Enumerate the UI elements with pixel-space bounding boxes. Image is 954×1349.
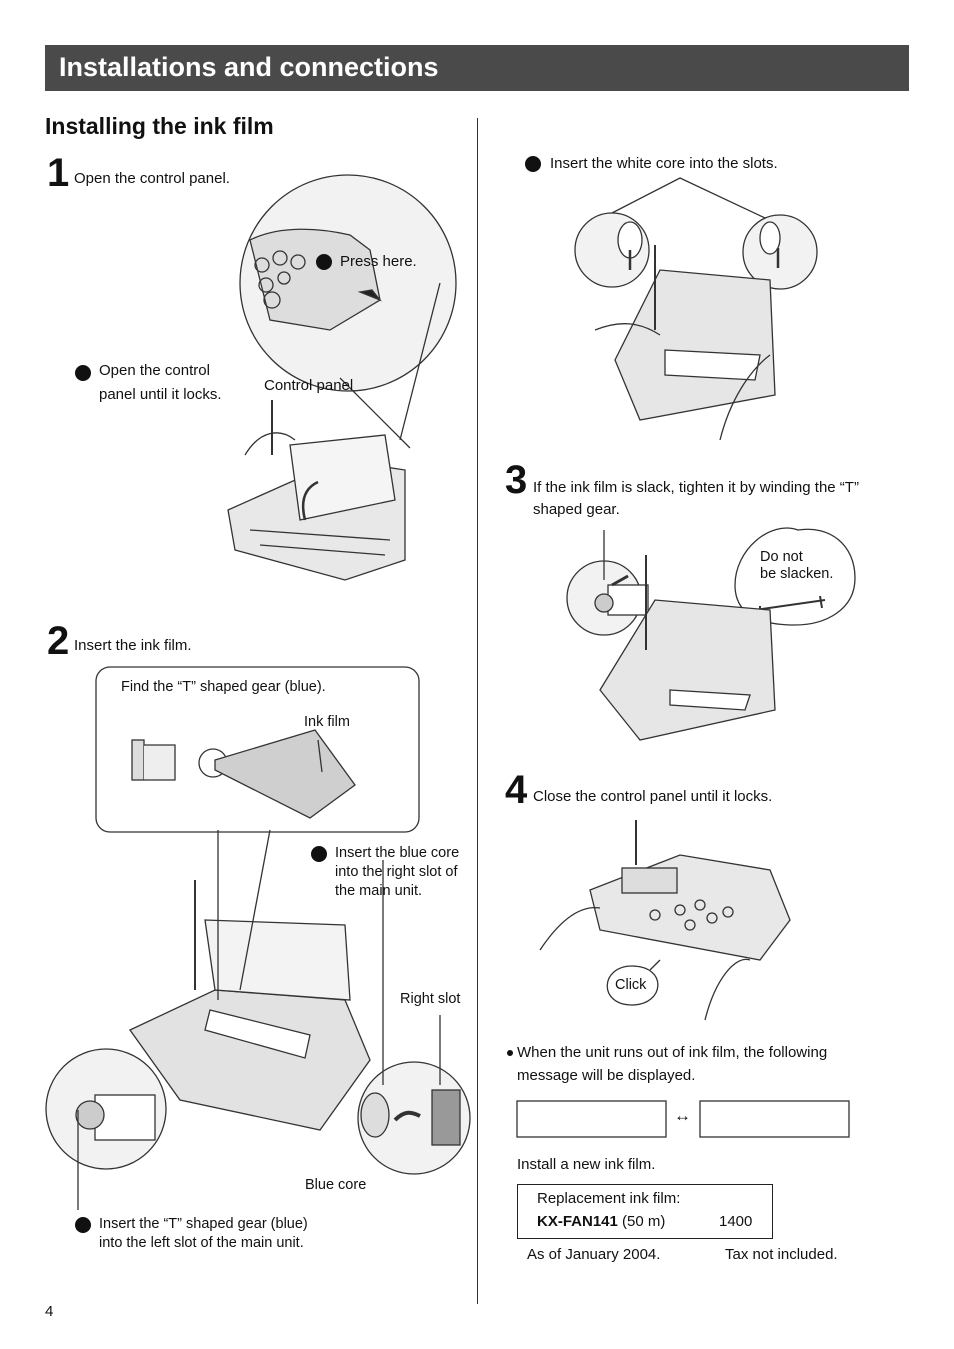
note-line2: message will be displayed.: [517, 1067, 696, 1084]
bullet-icon: [75, 365, 91, 381]
replacement-model: KX-FAN141: [537, 1213, 618, 1230]
step-2-text: Insert the ink film.: [74, 637, 192, 654]
bullet-icon: [75, 1217, 91, 1233]
bullet-icon: [316, 254, 332, 270]
note-line1: When the unit runs out of ink film, the …: [517, 1044, 828, 1061]
as-of-date: As of January 2004.: [527, 1246, 661, 1263]
white-core-illustration: [574, 177, 818, 441]
white-core-label: Insert the white core into the slots.: [550, 155, 778, 172]
blue-core-bullet-line3: the main unit.: [335, 883, 423, 899]
display-boxes: [516, 1100, 850, 1138]
bullet-icon: [525, 156, 541, 172]
step-2-number: 2: [47, 619, 70, 663]
callout-line2: be slacken.: [760, 566, 834, 582]
open-panel-label-line2: panel until it locks.: [99, 386, 222, 403]
t-gear-bullet-line1: Insert the “T” shaped gear (blue): [99, 1216, 308, 1232]
find-gear-label: Find the “T” shaped gear (blue).: [121, 679, 326, 695]
ink-film-label: Ink film: [304, 714, 350, 730]
replacement-model-line: KX-FAN141 (50 m): [537, 1210, 665, 1233]
page-title: Installations and connections: [59, 52, 439, 82]
replacement-price: 1400: [719, 1213, 753, 1230]
header-bar: [45, 45, 909, 91]
page-number: 4: [45, 1303, 54, 1320]
press-here-zoom-illustration: [239, 174, 457, 449]
note-bullet-icon: [507, 1050, 513, 1056]
tighten-gear-illustration: [566, 527, 856, 741]
blue-core-bullet-line2: into the right slot of: [335, 864, 458, 880]
blue-core-label: Blue core: [305, 1177, 367, 1193]
ink-film-inset-illustration: [95, 666, 420, 833]
replacement-length: (50 m): [617, 1213, 666, 1230]
click-label: Click: [615, 977, 647, 993]
fax-insert-illustration: [45, 829, 471, 1210]
section-title: Installing the ink film: [45, 113, 274, 139]
tax-note: Tax not included.: [725, 1246, 838, 1263]
install-new-film-text: Install a new ink film.: [517, 1156, 656, 1173]
step-3-text-line1: If the ink film is slack, tighten it by …: [533, 479, 859, 496]
right-slot-label: Right slot: [400, 991, 461, 1007]
step-1-text: Open the control panel.: [74, 170, 230, 187]
control-panel-label: Control panel: [264, 377, 354, 394]
bullet-icon: [311, 846, 327, 862]
step-4-number: 4: [505, 768, 528, 812]
fax-closed-illustration: [539, 820, 791, 1021]
press-here-label: Press here.: [340, 253, 417, 270]
open-panel-label-line1: Open the control: [99, 362, 210, 379]
fax-open-illustration: [227, 400, 406, 581]
step-3-number: 3: [505, 458, 528, 502]
replacement-title: Replacement ink film:: [537, 1190, 681, 1207]
replacement-box: [517, 1184, 773, 1239]
step-4-text: Close the control panel until it locks.: [533, 788, 773, 805]
step-1-number: 1: [47, 151, 70, 195]
blue-core-bullet-line1: Insert the blue core: [335, 845, 460, 861]
alternating-arrow-icon: ↔: [674, 1106, 691, 1125]
t-gear-bullet-line2: into the left slot of the main unit.: [99, 1235, 304, 1251]
callout-line1: Do not: [760, 549, 803, 565]
step-3-text-line2: shaped gear.: [533, 501, 620, 518]
column-divider: [477, 118, 478, 1304]
